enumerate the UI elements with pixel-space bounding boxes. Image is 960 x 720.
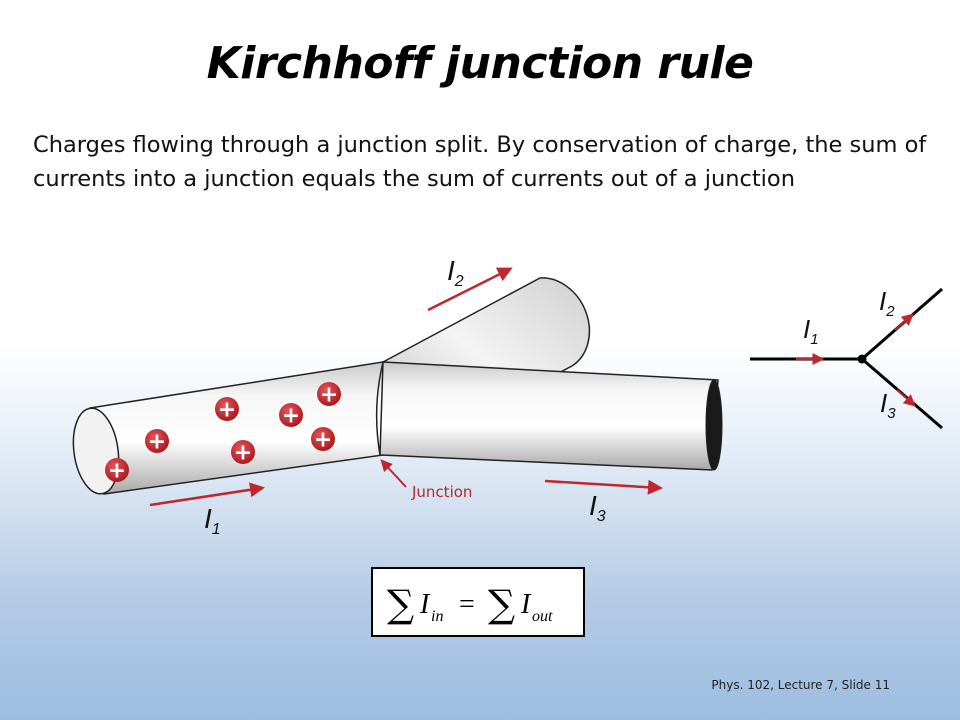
label-i2: I2 [447, 255, 464, 290]
schematic-label-i3: I3 [880, 388, 896, 422]
current-symbol-in: I [419, 589, 431, 620]
svg-text:+: + [314, 428, 332, 453]
svg-text:+: + [234, 441, 252, 466]
current-arrow-i2 [427, 267, 513, 312]
current-arrow-i1 [149, 482, 265, 507]
kirchhoff-equation: ∑ I in = ∑ I out [387, 582, 553, 626]
positive-charge: + [231, 440, 255, 466]
schematic-label-i2: I2 [879, 286, 895, 320]
equals-sign: = [459, 589, 475, 620]
slide-title: Kirchhoff junction rule [206, 38, 754, 89]
equation-box: ∑ I in = ∑ I out [371, 567, 585, 637]
schematic-label-i1: I1 [803, 314, 819, 348]
junction-label: Junction [411, 483, 472, 501]
subscript-out: out [532, 608, 553, 625]
right-branch-tube [375, 361, 723, 471]
subscript-in: in [431, 608, 443, 625]
positive-charge: + [145, 429, 169, 455]
label-i1: I1 [204, 503, 221, 538]
sum-symbol-in: ∑ [387, 582, 414, 626]
junction-pointer-arrow [380, 459, 407, 488]
positive-charge: + [215, 397, 239, 423]
schematic-junction [750, 287, 943, 430]
positive-charge: + [311, 427, 335, 453]
svg-text:+: + [282, 404, 300, 429]
sum-symbol-out: ∑ [488, 582, 515, 626]
current-arrow-i3 [544, 479, 663, 495]
svg-text:+: + [108, 459, 126, 484]
slide-footer: Phys. 102, Lecture 7, Slide 11 [711, 678, 890, 692]
positive-charge: + [279, 403, 303, 429]
positive-charge: + [105, 458, 129, 484]
slide-body-text: Charges flowing through a junction split… [33, 132, 927, 192]
label-i3: I3 [589, 490, 606, 525]
svg-text:+: + [148, 430, 166, 455]
current-symbol-out: I [520, 589, 532, 620]
positive-charge: + [317, 382, 341, 408]
svg-text:+: + [218, 398, 236, 423]
positive-charges: + + + + + + + [105, 382, 341, 484]
svg-text:+: + [320, 383, 338, 408]
